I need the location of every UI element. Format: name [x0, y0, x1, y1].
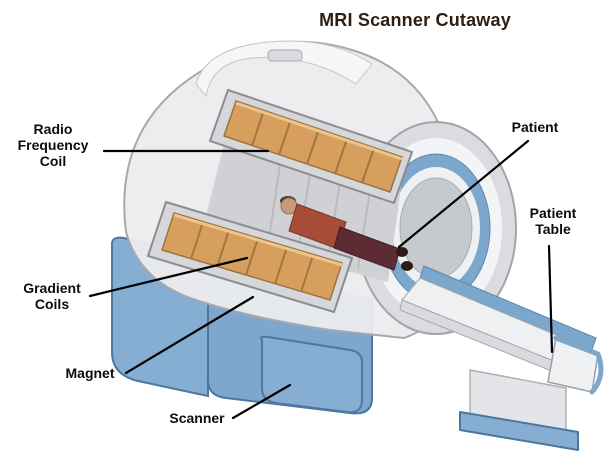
diagram-title: MRI Scanner Cutaway [319, 10, 511, 30]
rf-coil-segments [251, 109, 375, 184]
rf-coil-bevel [235, 101, 403, 161]
gradient-coil-segments [190, 221, 314, 293]
housing-top-tab [267, 49, 303, 62]
rf-coil-graphic [208, 88, 414, 205]
scanner-foot [259, 335, 363, 414]
patient-shoe-left [396, 247, 408, 257]
table-pedestal-blue-base [459, 411, 579, 451]
label-patient-table: Patient Table [529, 205, 577, 237]
gradient-coil-graphic [146, 200, 354, 314]
table-scoop-blue-rim [553, 335, 604, 395]
leader-lines [88, 139, 554, 420]
patient-shoe-right [401, 261, 413, 271]
patient-figure [280, 196, 413, 271]
leader-line-gradient-coils [88, 256, 249, 298]
leader-line-scanner [231, 383, 292, 420]
leader-line-patient [397, 139, 530, 249]
housing-top-highlight [195, 40, 373, 98]
leader-line-magnet [124, 295, 255, 375]
label-scanner: Scanner [169, 410, 225, 426]
label-radio-frequency-coil: Radio Frequency Coil [17, 121, 89, 169]
label-patient: Patient [511, 119, 559, 135]
gradient-coil-bevel [173, 213, 343, 267]
leader-line-patient-table [547, 244, 554, 354]
scanner-foot-block [259, 335, 363, 414]
patient-table-graphic [399, 265, 604, 451]
label-magnet: Magnet [65, 365, 115, 381]
patient-legs [333, 226, 401, 271]
label-gradient-coils: Gradient Coils [23, 280, 81, 312]
